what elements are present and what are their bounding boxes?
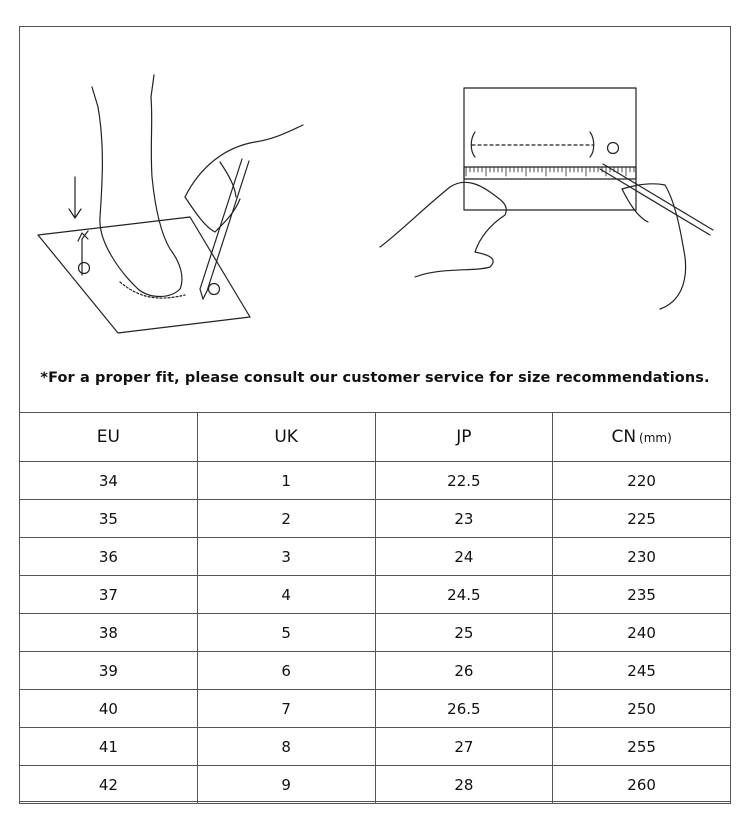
table-cell: 260 <box>552 765 731 804</box>
table-cell: 230 <box>552 537 731 576</box>
fit-note: *For a proper fit, please consult our cu… <box>40 370 710 386</box>
table-cell: 35 <box>19 499 198 538</box>
table-cell: 240 <box>552 613 731 652</box>
table-cell: 37 <box>19 575 198 614</box>
table-cell: 7 <box>196 689 376 728</box>
pen-icon <box>599 168 711 236</box>
table-cell: 250 <box>552 689 731 728</box>
table-cell: 24 <box>374 537 554 576</box>
table-cell: 25 <box>374 613 554 652</box>
table-header-row: EU UK JP CN(mm) <box>19 412 731 462</box>
left-hand-outline <box>379 181 507 278</box>
pencil-icon <box>199 158 243 290</box>
measured-paper <box>463 87 637 211</box>
foot-trace-left <box>470 131 476 158</box>
paper-sheet <box>37 216 251 334</box>
table-cell: 27 <box>374 727 554 766</box>
table-cell: 39 <box>19 651 198 690</box>
table-cell: 5 <box>196 613 376 652</box>
table-cell: 1 <box>196 461 376 500</box>
right-hand-outline <box>621 183 687 310</box>
foot-outline <box>97 96 183 298</box>
table-cell: 8 <box>196 727 376 766</box>
table-cell: 225 <box>552 499 731 538</box>
measure-foot-illustration <box>37 74 714 334</box>
table-cell: 2 <box>196 499 376 538</box>
table-cell: 3 <box>196 537 376 576</box>
table-cell: 34 <box>19 461 198 500</box>
table-cell: 9 <box>196 765 376 804</box>
measurement-illustration: *For a proper fit, please consult our cu… <box>20 27 730 412</box>
table-cell: 235 <box>552 575 731 614</box>
table-cell: 40 <box>19 689 198 728</box>
step-1-marker <box>77 261 91 275</box>
table-cell: 255 <box>552 727 731 766</box>
header-cn: CN(mm) <box>552 412 731 462</box>
size-guide-frame: *For a proper fit, please consult our cu… <box>19 26 731 804</box>
table-cell: 38 <box>19 613 198 652</box>
table-cell: 36 <box>19 537 198 576</box>
header-jp: JP <box>374 412 554 462</box>
header-eu: EU <box>19 412 198 462</box>
table-cell: 6 <box>196 651 376 690</box>
table-cell: 4 <box>196 575 376 614</box>
step-2-marker <box>207 282 221 296</box>
table-cell: 41 <box>19 727 198 766</box>
table-cell: 26.5 <box>374 689 554 728</box>
header-cn-unit: (mm) <box>639 431 672 445</box>
table-cell: 22.5 <box>374 461 554 500</box>
header-uk: UK <box>196 412 376 462</box>
table-cell: 26 <box>374 651 554 690</box>
foot-trace-right <box>589 131 595 158</box>
table-cell: 28 <box>374 765 554 804</box>
hand-outline <box>184 124 304 198</box>
table-cell: 24.5 <box>374 575 554 614</box>
table-cell: 220 <box>552 461 731 500</box>
table-cell: 245 <box>552 651 731 690</box>
step-3-marker <box>606 141 620 155</box>
table-cell: 23 <box>374 499 554 538</box>
table-cell: 42 <box>19 765 198 804</box>
